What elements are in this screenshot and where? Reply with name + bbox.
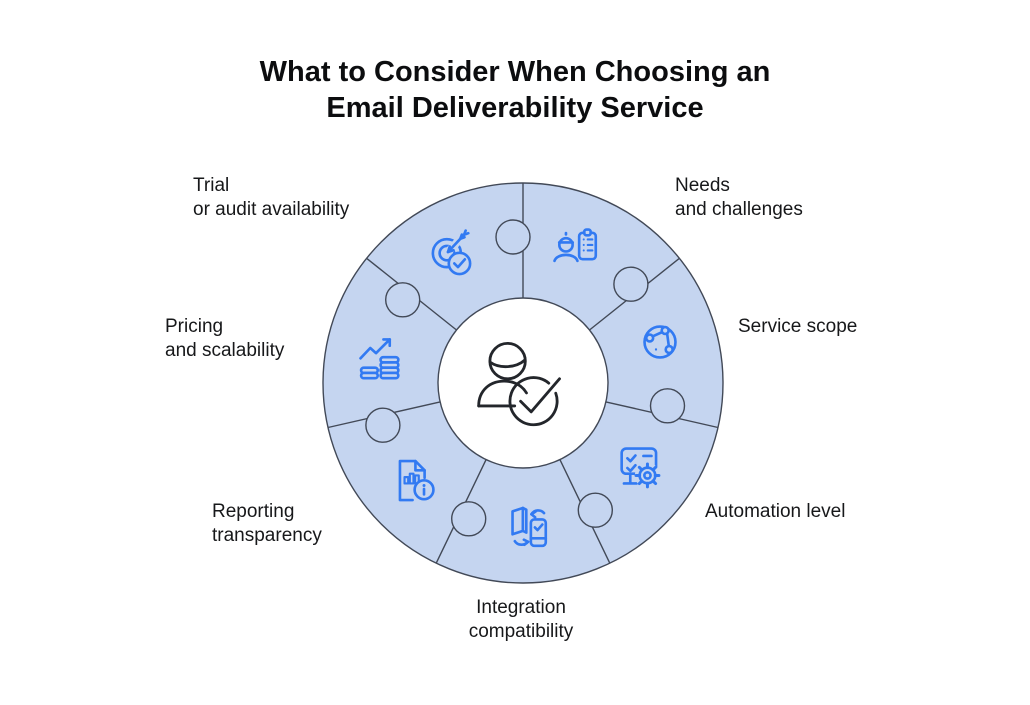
puzzle-knob xyxy=(365,407,401,443)
label-line: Pricing xyxy=(165,316,224,337)
label-line: and challenges xyxy=(675,199,803,220)
segment-label-reporting: Reporting transparency xyxy=(212,500,322,548)
puzzle-knob xyxy=(649,388,686,424)
user-check-icon xyxy=(477,341,561,427)
label-line: or audit availability xyxy=(193,199,350,220)
page-title-line2: Email Deliverability Service xyxy=(326,92,704,124)
segment-label-automation: Automation level xyxy=(705,500,845,524)
segment-label-needs: Needs and challenges xyxy=(675,174,803,222)
label-line: and scalability xyxy=(165,340,285,361)
puzzle-knob xyxy=(451,501,487,537)
person-checklist-icon xyxy=(553,228,598,263)
label-line: Automation level xyxy=(705,501,846,522)
label-line: Trial xyxy=(193,175,230,196)
page-title-line1: What to Consider When Choosing an xyxy=(259,56,771,88)
report-info-icon xyxy=(398,459,435,502)
label-line: transparency xyxy=(212,525,322,546)
page-title: What to Consider When Choosing an Email … xyxy=(0,54,1030,126)
puzzle-knob xyxy=(613,266,649,302)
checklist-gear-icon xyxy=(620,447,661,489)
puzzle-knob xyxy=(385,282,421,318)
segment-label-trial: Trial or audit availability xyxy=(193,174,349,222)
puzzle-knob xyxy=(577,492,613,528)
label-line: Reporting xyxy=(212,501,295,522)
center-circle xyxy=(437,297,609,469)
puzzle-knob xyxy=(495,219,531,255)
label-line: Integration xyxy=(476,597,566,618)
segment-label-pricing: Pricing and scalability xyxy=(165,315,284,363)
target-check-icon xyxy=(431,229,472,276)
puzzle-knobs xyxy=(365,219,686,537)
segment-label-integration: Integration compatibility xyxy=(391,596,651,644)
label-line: Needs xyxy=(675,175,730,196)
segment-label-service-scope: Service scope xyxy=(738,315,857,339)
label-line: compatibility xyxy=(468,621,574,642)
coins-growth-icon xyxy=(359,338,400,380)
device-sync-icon xyxy=(511,506,548,548)
globe-network-icon xyxy=(643,325,677,359)
label-line: Service scope xyxy=(738,316,858,337)
